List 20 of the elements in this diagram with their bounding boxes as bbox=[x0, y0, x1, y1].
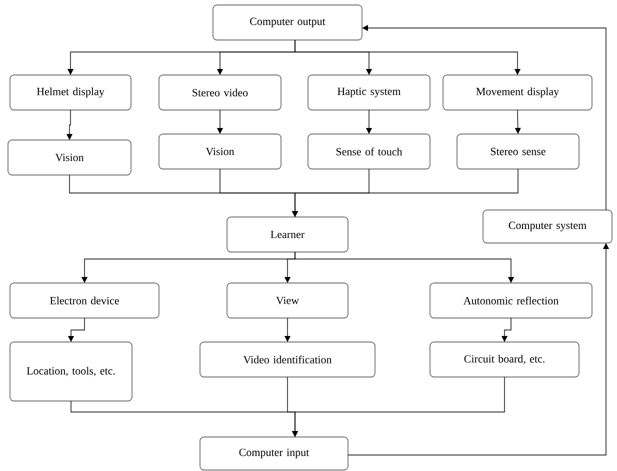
process-box: Computer output bbox=[212, 4, 362, 40]
process-box: Sense of touch bbox=[308, 134, 430, 170]
process-box: Stereo sense bbox=[456, 134, 580, 170]
process-box: Movement display bbox=[442, 74, 592, 110]
arrow bbox=[294, 40, 521, 75]
process-box: Computer input bbox=[200, 436, 348, 470]
process-box: Electron device bbox=[10, 282, 160, 318]
process-box: Vision bbox=[8, 140, 132, 176]
process-box: Vision bbox=[158, 134, 282, 170]
process-box: Helmet display bbox=[10, 74, 132, 110]
process-box: Haptic system bbox=[308, 74, 430, 110]
process-box: Stereo video bbox=[158, 74, 282, 110]
process-box: Autonomic reflection bbox=[430, 282, 592, 318]
process-box: Computer system bbox=[482, 210, 612, 244]
process-box: Circuit board, etc. bbox=[430, 342, 580, 378]
process-box: Location, tools, etc. bbox=[10, 342, 132, 402]
arrow bbox=[294, 252, 514, 283]
process-box: View bbox=[226, 282, 348, 318]
process-box: Video identification bbox=[200, 342, 376, 378]
process-box: Learner bbox=[226, 216, 348, 252]
